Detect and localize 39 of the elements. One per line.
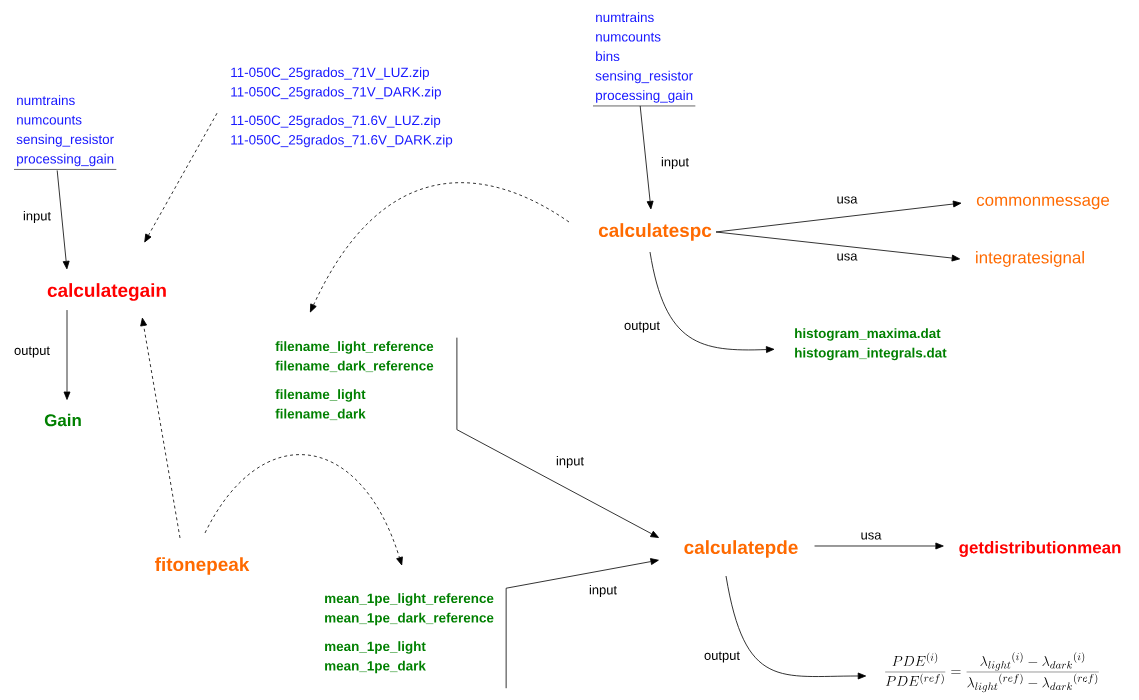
- function-name: integratesignal: [976, 251, 1084, 267]
- function-name: commonmessage: [976, 196, 1110, 210]
- input-list: numtrains numcounts bins sensing_resistor processing_gain: [592, 12, 696, 107]
- edge-label: usa: [835, 195, 859, 205]
- dashed-arrow: [204, 454, 403, 566]
- arrow: [505, 558, 659, 689]
- function-name: calculatespc: [598, 223, 712, 241]
- arrow: [649, 251, 775, 353]
- arrow: [715, 231, 961, 262]
- arrow: [715, 200, 962, 233]
- edge-label: usa: [859, 531, 883, 541]
- edge-label: input: [554, 454, 586, 470]
- edge-label: input: [587, 583, 619, 599]
- function-name: calculatepde: [684, 540, 798, 558]
- edge-label: usa: [835, 252, 859, 262]
- arrow: [814, 542, 944, 550]
- edge-label: output: [623, 320, 661, 334]
- input-list: numtrains numcounts sensing_resistor processing_gain: [13, 95, 117, 170]
- dashed-arrow: [140, 317, 181, 539]
- function-name: fitonepeak: [155, 557, 250, 575]
- dashed-arrow: [309, 182, 570, 313]
- variable-list: mean_1pe_light_reference mean_1pe_dark_reference mean_1pe_light mean_1pe_dark: [325, 593, 494, 674]
- arrow: [639, 105, 654, 210]
- file-list: 11-050C_25grados_71V_LUZ.zip 11-050C_25grados_71V_DARK.zip 11-050C_25grados_71.6V_LUZ.zip 11-050C_25grados_71.6V_DARK.zip: [231, 67, 453, 148]
- output-file-list: histogram_maxima.dat histogram_integrals.dat: [795, 328, 947, 361]
- arrow: [456, 337, 659, 538]
- function-name: calculategain: [47, 283, 166, 301]
- dashed-arrow: [144, 112, 218, 243]
- edge-label: input: [21, 209, 53, 225]
- edge-label: output: [13, 345, 51, 359]
- edge-label: output: [703, 650, 741, 664]
- variable-list: filename_light_reference filename_dark_reference filename_light filename_dark: [275, 341, 434, 421]
- arrow: [725, 575, 867, 680]
- arrow: [63, 309, 71, 400]
- formula: $\frac{PDE^{(i)}}{PDE^{(ref)}}=\frac{{\lambda_{light}}^{(i)}-{\lambda_{dark}}^{(i)}}{{\lambda_{light}}^{(ref)}-{\lambda_{dark}}^{(ref)}}$: [885, 651, 1099, 693]
- function-name: getdistributionmean: [959, 541, 1121, 557]
- arrow: [56, 170, 70, 270]
- result-name: Gain: [44, 413, 81, 427]
- edge-label: input: [659, 155, 691, 171]
